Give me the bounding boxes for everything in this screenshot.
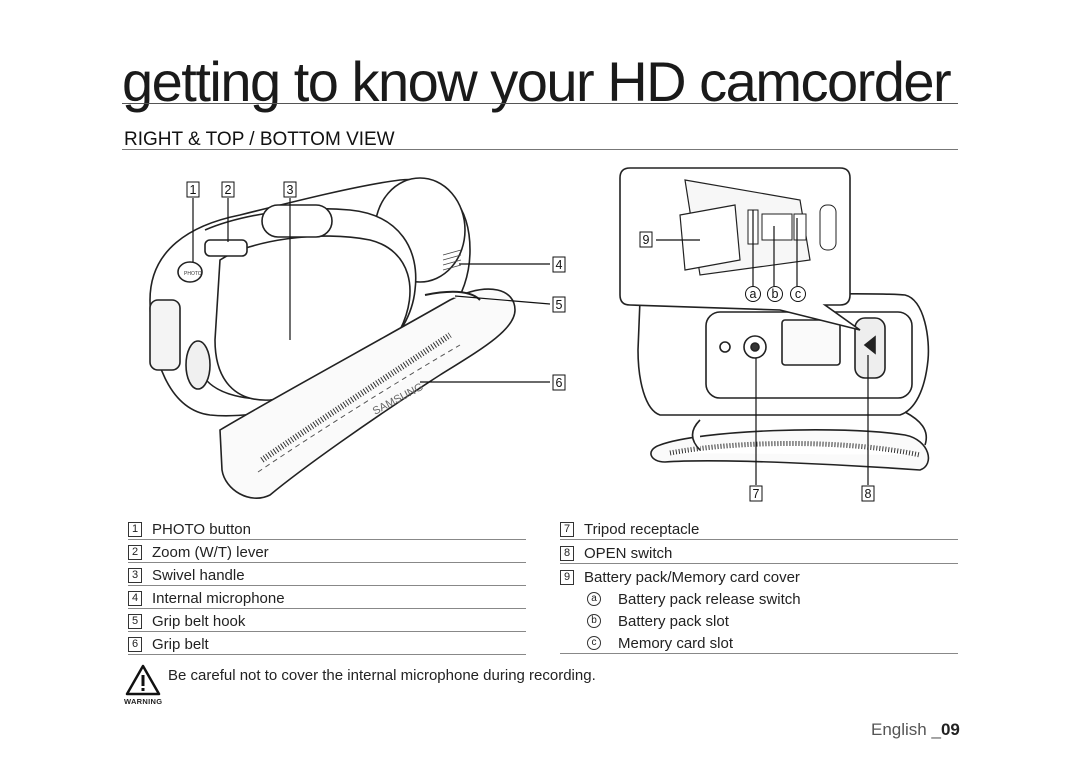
callout-8: 8: [861, 485, 875, 502]
legend-label: PHOTO button: [152, 520, 251, 538]
svg-text:a: a: [750, 287, 757, 301]
svg-text:2: 2: [225, 183, 232, 197]
legend-label: Memory card slot: [618, 634, 734, 652]
callout-9: 9: [639, 231, 653, 248]
legend-number: 8: [560, 545, 574, 561]
svg-text:3: 3: [287, 183, 294, 197]
callout-7: 7: [749, 485, 763, 502]
legend-label: Battery pack release switch: [618, 590, 801, 608]
legend-item: 9 Battery pack/Memory card cover: [560, 566, 958, 588]
svg-text:5: 5: [556, 298, 563, 312]
callout-1: 1: [186, 181, 200, 198]
legend-subitem: c Memory card slot: [560, 632, 958, 654]
svg-text:7: 7: [753, 487, 760, 501]
page-number: 09: [940, 720, 960, 739]
legend-label: Battery pack/Memory card cover: [584, 568, 800, 586]
callout-leaders-left: [192, 198, 551, 383]
page-title: getting to know your HD camcorder: [122, 50, 952, 113]
legend-label: Grip belt hook: [152, 612, 246, 630]
callout-5: 5: [552, 296, 566, 313]
legend-label: Tripod receptacle: [584, 520, 700, 538]
legend-number: 3: [128, 567, 142, 583]
legend-letter: c: [587, 636, 601, 650]
legend-item: 7 Tripod receptacle: [560, 518, 958, 540]
callout-b: b: [767, 286, 783, 302]
legend-item: 8 OPEN switch: [560, 542, 958, 564]
legend-item: 5 Grip belt hook: [128, 610, 526, 632]
svg-text:8: 8: [865, 487, 872, 501]
legend-subitem: b Battery pack slot: [587, 610, 958, 632]
callout-4: 4: [552, 256, 566, 273]
legend-label: Battery pack slot: [618, 612, 729, 630]
callout-a: a: [745, 286, 761, 302]
svg-text:9: 9: [643, 233, 650, 247]
footer-language: English _: [871, 720, 941, 739]
legend-letter: b: [587, 614, 601, 628]
svg-text:b: b: [772, 287, 779, 301]
callout-2: 2: [221, 181, 235, 198]
legend-label: OPEN switch: [584, 544, 673, 562]
microphone-grille: [442, 249, 462, 271]
legend-number: 4: [128, 590, 142, 606]
legend-item: 2 Zoom (W/T) lever: [128, 541, 526, 563]
legend-label: Zoom (W/T) lever: [152, 543, 269, 561]
legend-number: 6: [128, 636, 142, 652]
legend-number: 2: [128, 544, 142, 560]
camcorder-bottom-view: [637, 293, 930, 471]
callout-3: 3: [283, 181, 297, 198]
legend-number: 9: [560, 569, 574, 585]
callout-6: 6: [552, 374, 566, 391]
legend-subitem: a Battery pack release switch: [587, 588, 958, 610]
legend-letter: a: [587, 592, 601, 606]
legend-item: 6 Grip belt: [128, 633, 526, 655]
section-heading: RIGHT & TOP / BOTTOM VIEW: [124, 129, 395, 150]
legend-item: 3 Swivel handle: [128, 564, 526, 586]
warning-label: WARNING: [124, 697, 163, 706]
legend-item: 4 Internal microphone: [128, 587, 526, 609]
legend-number: 1: [128, 521, 142, 537]
legend-label: Grip belt: [152, 635, 209, 653]
photo-button-text: PHOTO: [184, 271, 202, 277]
section-divider: [122, 149, 958, 150]
svg-text:1: 1: [190, 183, 197, 197]
title-divider: [122, 103, 958, 104]
callout-c: c: [790, 286, 806, 302]
warning-icon: [125, 664, 161, 696]
legend-label: Swivel handle: [152, 566, 245, 584]
svg-text:4: 4: [556, 258, 563, 272]
camcorder-right-view: [149, 177, 516, 499]
camcorder-illustration: SAMSUNG PHOTO 1 2 3 4 5 6: [149, 167, 930, 502]
svg-text:c: c: [795, 287, 801, 301]
svg-text:6: 6: [556, 376, 563, 390]
battery-cover-inset: 9 a b c: [619, 167, 869, 485]
page-footer: English _09: [871, 720, 960, 740]
legend-number: 5: [128, 613, 142, 629]
warning-text: Be careful not to cover the internal mic…: [168, 667, 596, 684]
legend-label: Internal microphone: [152, 589, 285, 607]
legend-number: 7: [560, 521, 574, 537]
legend-item: 1 PHOTO button: [128, 518, 526, 540]
